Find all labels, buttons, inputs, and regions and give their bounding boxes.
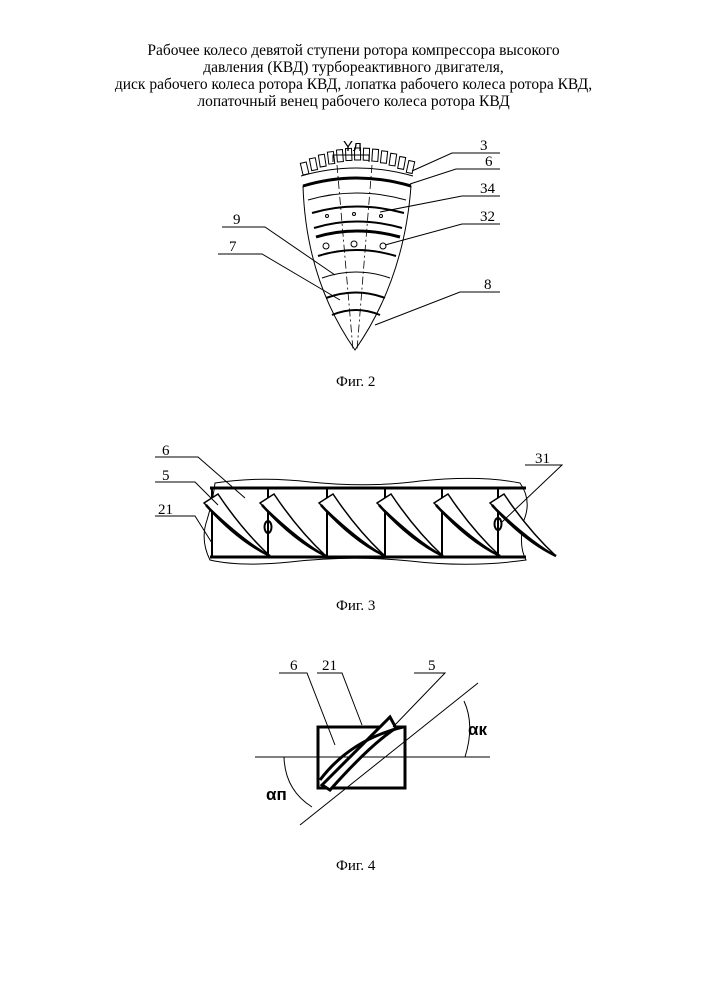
break-outline (204, 478, 527, 564)
blade (327, 152, 334, 165)
label-9: 9 (233, 212, 241, 228)
blade (389, 153, 397, 166)
figure-4: 6 21 5 αк αп Фиг. 4 (255, 658, 490, 874)
blade (380, 151, 387, 164)
angle-label-alpha-k: αк (468, 720, 487, 739)
figure-2-caption: Фиг. 2 (336, 374, 375, 390)
label-34: 34 (480, 181, 496, 197)
label-5: 5 (428, 658, 436, 674)
pitch-label: Yл (343, 138, 362, 155)
label-5: 5 (162, 468, 170, 484)
figure-3-caption: Фиг. 3 (336, 598, 375, 614)
label-32: 32 (480, 209, 495, 225)
label-6: 6 (485, 154, 493, 170)
blade (260, 494, 326, 556)
angle-arc-p (284, 757, 312, 807)
label-6: 6 (162, 443, 170, 459)
figure-2: Yл 3 6 34 32 9 7 8 Фиг. 2 (218, 138, 500, 390)
label-31: 31 (535, 451, 550, 467)
blade (398, 156, 406, 169)
label-3: 3 (480, 138, 488, 154)
blade (318, 154, 326, 167)
blade (319, 494, 385, 556)
label-6: 6 (290, 658, 298, 674)
leaders (279, 673, 445, 745)
blade (300, 162, 309, 175)
label-8: 8 (484, 277, 492, 293)
figure-3: 6 5 21 31 Фиг. 3 (155, 443, 562, 614)
label-21: 21 (158, 502, 173, 518)
blade (406, 160, 414, 173)
blade (309, 158, 317, 171)
blade (490, 494, 556, 556)
figure-4-caption: Фиг. 4 (336, 858, 376, 874)
blade-axis-line (300, 683, 478, 825)
label-7: 7 (229, 239, 237, 255)
angle-label-alpha-p: αп (266, 785, 287, 804)
label-21: 21 (322, 658, 337, 674)
blade (377, 494, 443, 556)
blade (372, 149, 379, 161)
